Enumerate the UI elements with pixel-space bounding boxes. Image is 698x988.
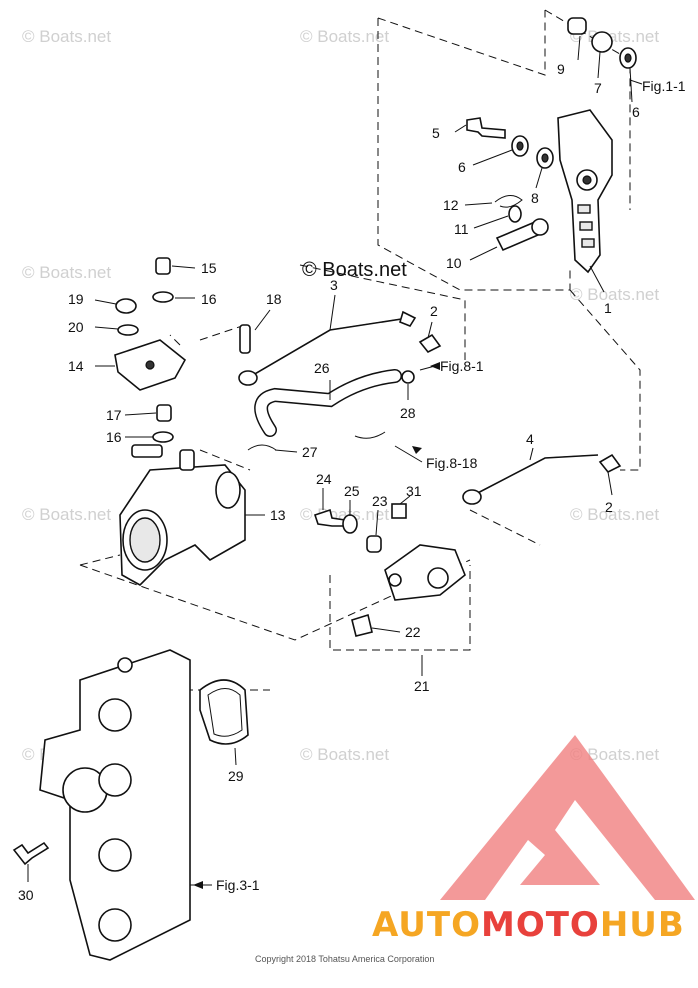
part-number-label: 3 bbox=[330, 277, 338, 293]
watermark: © Boats.net bbox=[22, 27, 111, 46]
part-number-label: 31 bbox=[406, 483, 422, 499]
watermark: © Boats.net bbox=[22, 263, 111, 282]
part-number-label: 17 bbox=[106, 407, 122, 423]
automotohub-logo: AUTOMOTOHUB bbox=[372, 735, 695, 945]
fig-ref-8-1: Fig.8-1 bbox=[440, 358, 484, 374]
part-number-label: 7 bbox=[594, 80, 602, 96]
throttle-lever bbox=[557, 109, 613, 274]
part-number-label: 29 bbox=[228, 768, 244, 784]
throttle-body-assembly bbox=[114, 257, 246, 586]
part-number-label: 15 bbox=[201, 260, 217, 276]
part-number-label: 10 bbox=[446, 255, 462, 271]
collar bbox=[591, 31, 613, 53]
part-number-label: 11 bbox=[454, 221, 469, 237]
watermark: © Boats.net bbox=[570, 505, 659, 524]
watermark: © Boats.net bbox=[300, 27, 389, 46]
brand-auto: AUTO bbox=[372, 905, 481, 945]
part-number-label: 22 bbox=[405, 624, 421, 640]
sensor-assembly bbox=[313, 503, 466, 637]
throttle-rod-assembly bbox=[238, 310, 622, 505]
part-number-label: 6 bbox=[458, 159, 466, 175]
fig-ref-8-18: Fig.8-18 bbox=[426, 455, 478, 471]
watermark: © Boats.net bbox=[570, 285, 659, 304]
figure-references: Fig.1-1 Fig.8-1 Fig.8-18 Fig.3-1 bbox=[193, 78, 686, 893]
gasket bbox=[199, 679, 249, 745]
part-number-label: 2 bbox=[430, 303, 438, 319]
part-number-label: 30 bbox=[18, 887, 34, 903]
part-number-label: 20 bbox=[68, 319, 84, 335]
part-number-label: 21 bbox=[414, 678, 430, 694]
part-number-label: 12 bbox=[443, 197, 459, 213]
part-number-label: 16 bbox=[201, 291, 217, 307]
manifold-body bbox=[39, 649, 191, 961]
part-number-label: 19 bbox=[68, 291, 84, 307]
part-number-label: 4 bbox=[526, 431, 534, 447]
part-number-label: 8 bbox=[531, 190, 539, 206]
leader-lines bbox=[27, 35, 643, 886]
part-number-label: 23 bbox=[372, 493, 388, 509]
bushing bbox=[567, 17, 587, 35]
brand-hub: HUB bbox=[600, 905, 685, 945]
bolt bbox=[466, 117, 506, 139]
diagram-watermark-label: © Boats.net bbox=[302, 259, 407, 281]
part-number-label: 27 bbox=[302, 444, 318, 460]
part-number-label: 5 bbox=[432, 125, 440, 141]
part-number-label: 6 bbox=[632, 104, 640, 120]
fig-ref-3-1: Fig.3-1 bbox=[216, 877, 260, 893]
throttle-lever-assembly bbox=[466, 17, 637, 274]
watermark: © Boats.net bbox=[300, 745, 389, 764]
part-number-label: 1 bbox=[604, 300, 612, 316]
brand-moto: MOTO bbox=[481, 905, 600, 945]
part-number-label: 28 bbox=[400, 405, 416, 421]
part-number-label: 13 bbox=[270, 507, 286, 523]
part-number-label: 14 bbox=[68, 358, 84, 374]
fig-ref-1-1: Fig.1-1 bbox=[642, 78, 686, 94]
part-number-label: 16 bbox=[106, 429, 122, 445]
part-number-label: 25 bbox=[344, 483, 360, 499]
intake-manifold bbox=[12, 649, 249, 961]
hose bbox=[247, 369, 415, 451]
part-number-label: 9 bbox=[557, 61, 565, 77]
svg-text:AUTOMOTOHUB: AUTOMOTOHUB bbox=[372, 905, 685, 945]
copyright-notice: Copyright 2018 Tohatsu America Corporati… bbox=[255, 954, 434, 964]
part-number-label: 24 bbox=[316, 471, 332, 487]
watermark: © Boats.net bbox=[22, 505, 111, 524]
part-number-label: 26 bbox=[314, 360, 330, 376]
part-number-label: 18 bbox=[266, 291, 282, 307]
part-number-label: 2 bbox=[605, 499, 613, 515]
part-number-labels: 1 2 2 3 4 5 6 6 7 8 9 10 11 12 13 14 15 … bbox=[18, 61, 640, 903]
